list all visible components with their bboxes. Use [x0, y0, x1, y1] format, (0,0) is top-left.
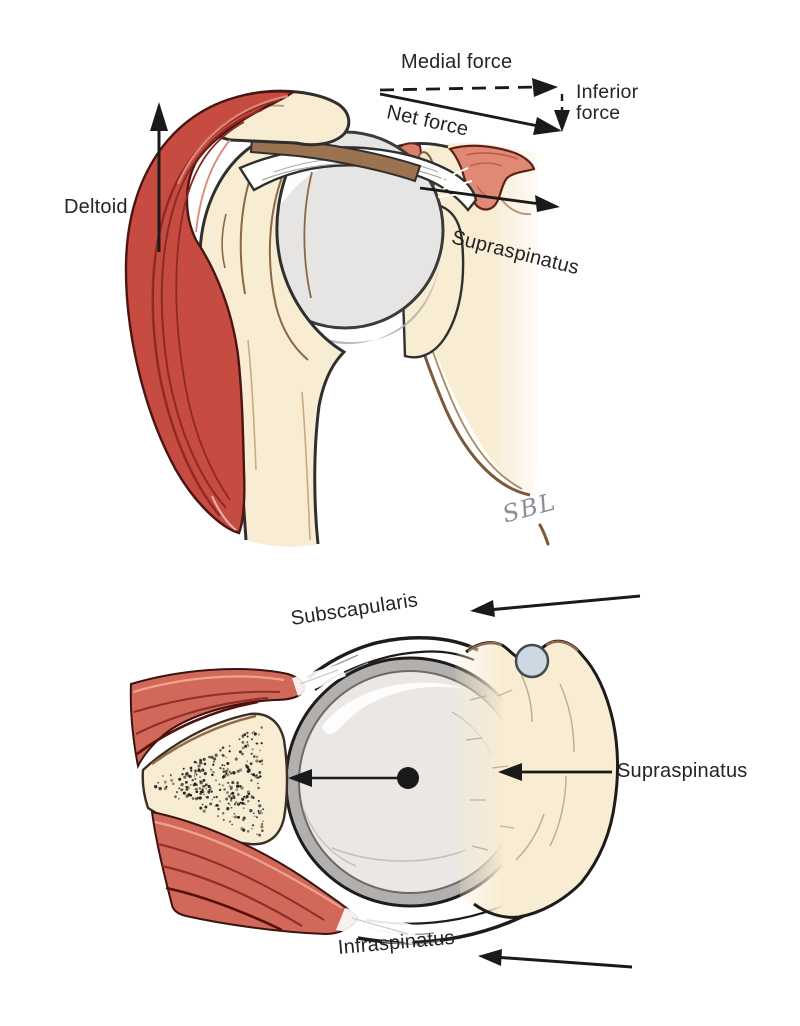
deltoid-force-arrow — [150, 102, 168, 252]
medial-force-label: Medial force — [401, 51, 513, 73]
subscapularis-muscle — [129, 664, 346, 770]
glenoid-stipple — [154, 726, 265, 837]
head-axial-sheen — [322, 682, 470, 734]
supraspinatus-force-arrow — [419, 186, 560, 212]
medial-force-arrow — [379, 78, 558, 97]
compression-arrow — [288, 767, 419, 789]
infraspinatus-pointer-arrow — [478, 949, 633, 969]
subscapularis-pointer-arrow — [470, 594, 641, 617]
net-force-arrow — [379, 92, 562, 135]
inferior-force-arrow — [554, 94, 570, 132]
scapula-border-dash — [538, 523, 550, 546]
top-panel-anterior-view — [124, 78, 570, 547]
glenoid — [141, 712, 289, 846]
biceps-tendon — [514, 643, 550, 679]
bottom-panel-axial-view — [129, 594, 641, 969]
deltoid-muscle — [124, 90, 297, 535]
deltoid-label: Deltoid — [64, 196, 128, 218]
force-vector-diagram — [379, 78, 570, 135]
inferior-force-label: Inferior force — [576, 81, 639, 124]
glenoid-stipple-strip — [161, 769, 207, 798]
supraspinatus-pointer-arrow — [498, 763, 612, 781]
supraspinatus-right-label: Supraspinatus — [617, 760, 748, 782]
tuberosity-bone — [455, 639, 619, 919]
infraspinatus-muscle — [150, 810, 418, 944]
